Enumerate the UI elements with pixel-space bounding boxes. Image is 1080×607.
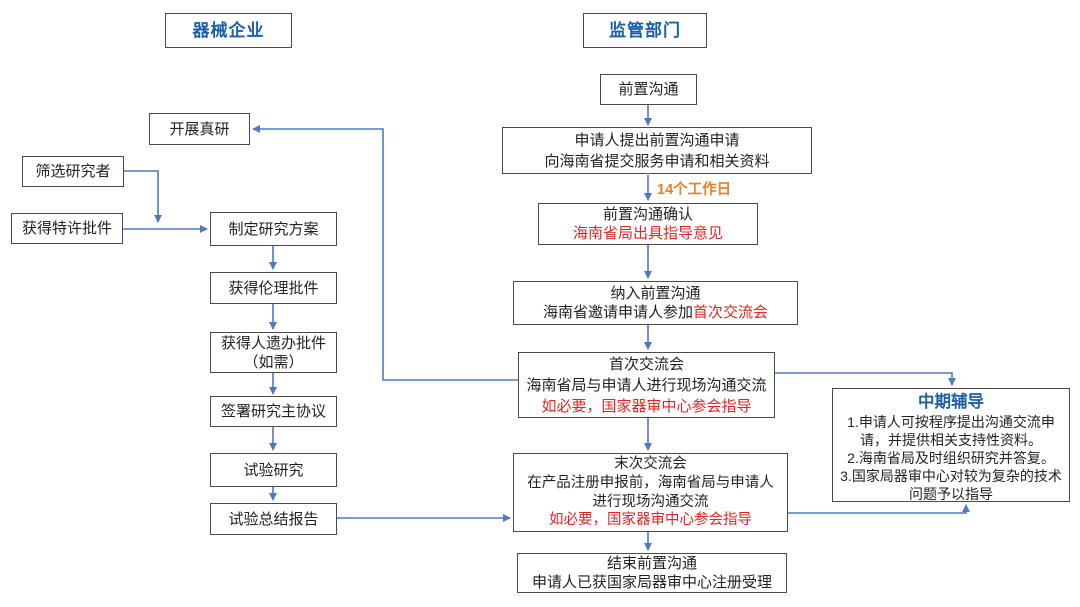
node-first-exchange-meeting: 首次交流会 海南省局与申请人进行现场沟通交流 如必要，国家器审中心参会指导 [518, 352, 775, 418]
node-line: 末次交流会 [614, 456, 687, 473]
node-include-pre-communication: 纳入前置沟通 海南省邀请申请人参加首次交流会 [513, 281, 798, 325]
node-label: 获得特许批件 [21, 220, 112, 237]
node-trial-summary-report: 试验总结报告 [210, 503, 337, 535]
node-line: （如需） [243, 353, 304, 371]
node-submit-application: 申请人提出前置沟通申请 向海南省提交服务申请和相关资料 [502, 127, 812, 174]
node-label: 试验总结报告 [228, 510, 319, 528]
node-ethics-approval: 获得伦理批件 [210, 272, 337, 304]
node-line-part-red: 首次交流会 [693, 304, 769, 321]
node-end-pre-communication: 结束前置沟通 申请人已获国家局器审中心注册受理 [517, 553, 787, 593]
node-label: 开展真研 [169, 120, 230, 138]
node-pre-communication: 前置沟通 [600, 74, 697, 105]
header-regulatory-department: 监管部门 [583, 13, 707, 48]
node-line-red: 如必要，国家器审中心参会指导 [549, 512, 752, 529]
node-line: 前置沟通确认 [602, 206, 693, 223]
node-line: 海南省局与申请人进行现场沟通交流 [526, 376, 767, 394]
node-line-red: 海南省局出具指导意见 [572, 225, 723, 242]
node-label: 制定研究方案 [228, 220, 319, 238]
node-select-researchers: 筛选研究者 [22, 156, 124, 187]
node-line: 在产品注册申报前，海南省局与申请人 [527, 474, 774, 491]
node-line-red: 如必要，国家器审中心参会指导 [541, 397, 752, 415]
node-develop-protocol: 制定研究方案 [210, 212, 337, 246]
node-label: 前置沟通 [618, 81, 679, 98]
node-line: 海南省邀请申请人参加首次交流会 [543, 303, 768, 322]
guidance-title: 中期辅导 [918, 393, 984, 411]
node-label: 试验研究 [243, 461, 304, 479]
guidance-item: 1.申请人可按程序提出沟通交流申请，并提供相关支持性资料。 [847, 414, 1055, 448]
node-mid-term-guidance: 中期辅导 1.申请人可按程序提出沟通交流申请，并提供相关支持性资料。 2.海南省… [832, 388, 1070, 502]
header-label: 监管部门 [609, 21, 681, 40]
node-label: 筛选研究者 [35, 163, 111, 180]
node-label: 获得伦理批件 [228, 279, 319, 297]
node-final-exchange-meeting: 末次交流会 在产品注册申报前，海南省局与申请人 进行现场沟通交流 如必要，国家器… [513, 453, 788, 532]
arrow-final-meeting-to-guidance [788, 504, 970, 514]
arrow-select-researchers-elbow [124, 170, 162, 223]
node-line: 向海南省提交服务申请和相关资料 [544, 152, 770, 170]
node-special-approval: 获得特许批件 [11, 213, 123, 244]
node-label: 签署研究主协议 [220, 403, 326, 420]
node-trial-research: 试验研究 [210, 453, 337, 487]
header-label: 器械企业 [192, 21, 265, 40]
guidance-item: 2.海南省局及时组织研究并答复。 [847, 450, 1055, 466]
arrow-first-meeting-to-guidance [775, 372, 956, 386]
node-sign-agreement: 签署研究主协议 [210, 396, 337, 427]
node-line: 纳入前置沟通 [610, 285, 701, 302]
guidance-item: 3.国家局器审中心对较为复杂的技术问题予以指导 [840, 468, 1062, 502]
header-device-enterprise: 器械企业 [165, 13, 292, 48]
node-hgr-approval: 获得人遗办批件 （如需） [210, 332, 337, 373]
node-conduct-rws-study: 开展真研 [149, 113, 250, 145]
node-line: 进行现场沟通交流 [592, 493, 709, 510]
node-line: 申请人已获国家局器审中心注册受理 [531, 574, 772, 591]
node-line: 结束前置沟通 [606, 555, 697, 572]
node-line: 获得人遗办批件 [220, 334, 326, 352]
label-14-working-days: 14个工作日 [657, 182, 732, 198]
node-pre-communication-confirm: 前置沟通确认 海南省局出具指导意见 [538, 203, 758, 245]
node-line-part: 海南省邀请申请人参加 [542, 304, 693, 321]
node-line: 首次交流会 [608, 355, 684, 373]
node-line: 申请人提出前置沟通申请 [574, 131, 740, 149]
